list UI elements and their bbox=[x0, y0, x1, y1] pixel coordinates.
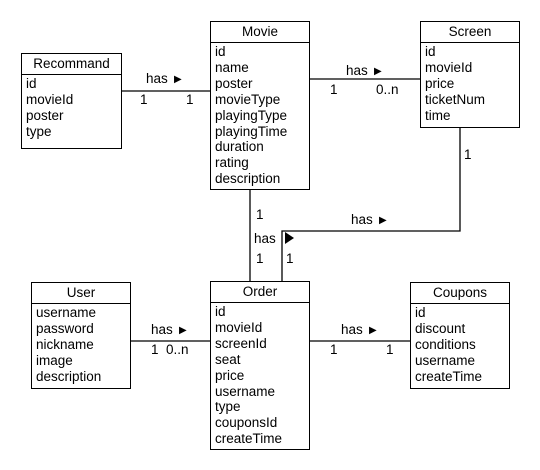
attribute: description bbox=[215, 171, 281, 187]
attribute: username bbox=[415, 352, 476, 368]
attribute: time bbox=[425, 107, 451, 123]
association-label: has bbox=[351, 212, 373, 227]
direction-arrow-icon: ▶ bbox=[369, 325, 377, 336]
attribute: username bbox=[36, 305, 97, 320]
class-title: Movie bbox=[211, 22, 309, 43]
direction-arrow-icon: ▶ bbox=[179, 325, 187, 336]
attribute: movieId bbox=[26, 91, 74, 107]
association-label: has bbox=[254, 231, 276, 246]
order-class: Order id movieId screenId seat price use… bbox=[210, 281, 310, 450]
multiplicity-label: 1 bbox=[464, 147, 472, 162]
multiplicity-label: 0..n bbox=[376, 82, 399, 97]
attribute: id bbox=[26, 76, 37, 91]
multiplicity-label: 1 bbox=[386, 342, 394, 357]
attribute: discount bbox=[415, 320, 466, 336]
multiplicity-label: 1 bbox=[186, 92, 194, 107]
class-title: Recommand bbox=[22, 54, 121, 75]
attribute: rating bbox=[215, 155, 249, 171]
association-label: has bbox=[346, 63, 368, 78]
screen-order-line bbox=[281, 127, 461, 281]
attribute: createTime bbox=[215, 431, 283, 447]
attribute: playingTime bbox=[215, 123, 288, 139]
attribute: couponsId bbox=[215, 415, 278, 431]
class-attributes: id name poster movieType playingType pla… bbox=[211, 43, 309, 187]
class-title: Order bbox=[211, 282, 309, 303]
attribute: type bbox=[26, 123, 52, 139]
class-title: Screen bbox=[421, 22, 519, 43]
attribute: poster bbox=[26, 107, 64, 123]
attribute: price bbox=[215, 367, 245, 383]
attribute: id bbox=[215, 44, 226, 59]
class-attributes: id movieId poster type bbox=[22, 75, 121, 140]
attribute: nickname bbox=[36, 336, 94, 352]
attribute: password bbox=[36, 320, 94, 336]
attribute: duration bbox=[215, 139, 264, 155]
class-title: Coupons bbox=[411, 283, 509, 304]
direction-arrow-icon: ▶ bbox=[174, 74, 182, 85]
multiplicity-label: 1 bbox=[330, 82, 338, 97]
attribute: price bbox=[425, 75, 455, 91]
attribute: name bbox=[215, 59, 249, 75]
attribute: conditions bbox=[415, 336, 476, 352]
multiplicity-label: 1 bbox=[256, 251, 264, 266]
class-attributes: id discount conditions username createTi… bbox=[411, 304, 509, 385]
association-label: has bbox=[341, 322, 363, 337]
movie-class: Movie id name poster movieType playingTy… bbox=[210, 21, 310, 190]
multiplicity-label: 1 bbox=[151, 342, 159, 357]
recommand-class: Recommand id movieId poster type bbox=[21, 53, 122, 149]
multiplicity-label: 1 bbox=[286, 251, 294, 266]
attribute: description bbox=[36, 368, 102, 384]
class-attributes: id movieId screenId seat price username … bbox=[211, 303, 309, 447]
attribute: playingType bbox=[215, 107, 288, 123]
coupons-class: Coupons id discount conditions username … bbox=[410, 282, 510, 389]
attribute: image bbox=[36, 352, 73, 368]
attribute: username bbox=[215, 383, 276, 399]
attribute: ticketNum bbox=[425, 91, 486, 107]
attribute: createTime bbox=[415, 368, 483, 384]
user-class: User username password nickname image de… bbox=[31, 282, 131, 389]
attribute: screenId bbox=[215, 335, 267, 351]
attribute: movieType bbox=[215, 91, 281, 107]
class-title: User bbox=[32, 283, 130, 304]
screen-class: Screen id movieId price ticketNum time bbox=[420, 21, 520, 128]
class-attributes: username password nickname image descrip… bbox=[32, 304, 130, 385]
direction-arrow-icon: ▶ bbox=[374, 66, 382, 77]
attribute: seat bbox=[215, 351, 241, 367]
multiplicity-label: 1 bbox=[256, 207, 264, 222]
association-label: has bbox=[151, 322, 173, 337]
multiplicity-label: 0..n bbox=[166, 342, 189, 357]
attribute: id bbox=[215, 304, 226, 319]
attribute: poster bbox=[215, 75, 253, 91]
association-label: has bbox=[146, 71, 168, 86]
attribute: movieId bbox=[425, 59, 473, 75]
attribute: type bbox=[215, 399, 241, 415]
multiplicity-label: 1 bbox=[330, 342, 338, 357]
multiplicity-label: 1 bbox=[140, 92, 148, 107]
class-attributes: id movieId price ticketNum time bbox=[421, 43, 519, 124]
attribute: movieId bbox=[215, 319, 263, 335]
direction-arrow-icon: ▶ bbox=[379, 215, 387, 226]
movie-order-direction-arrow bbox=[285, 232, 294, 244]
attribute: id bbox=[425, 44, 436, 59]
attribute: id bbox=[415, 305, 426, 320]
